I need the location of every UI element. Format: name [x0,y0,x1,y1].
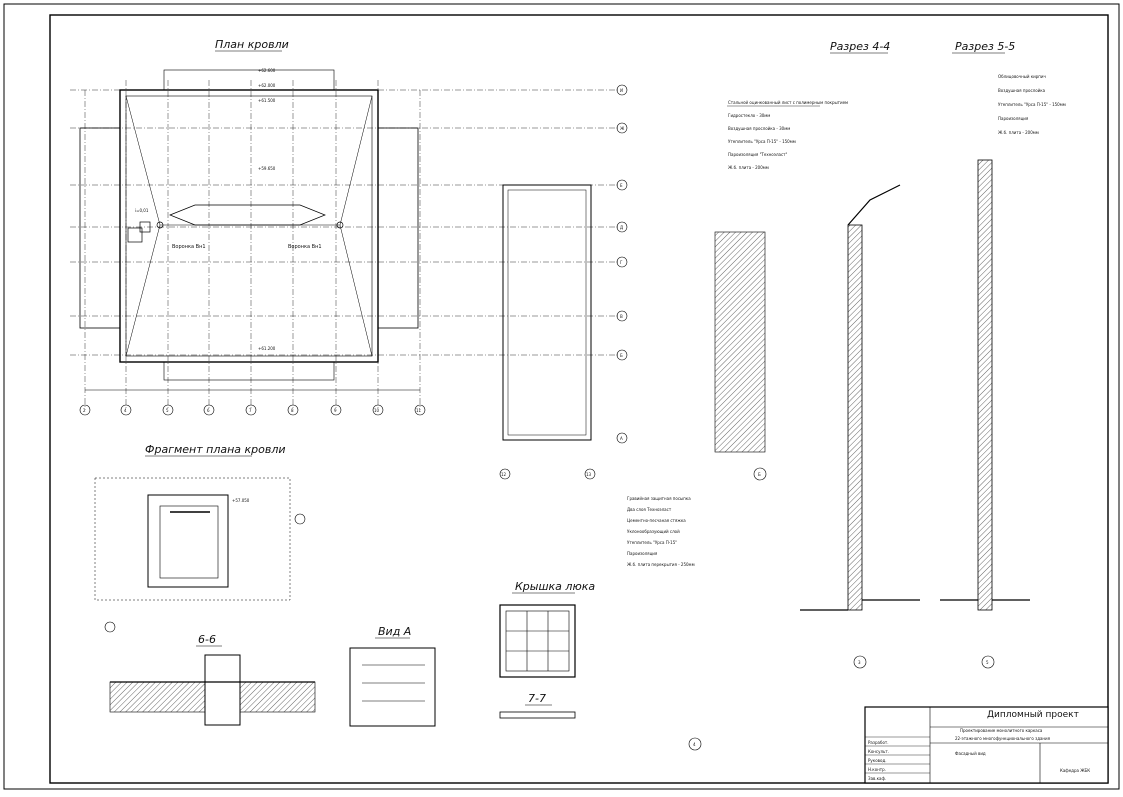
roof-plan: План кровли Воронка Вн1 Воронка Вн1 i=0,… [70,38,628,480]
axis-label: 7 [249,408,252,413]
view-a: Вид А [349,625,436,727]
layer-note: Ж.б. плита - 200мм [728,165,769,170]
axis-label: Д [620,225,623,230]
axis-label: 4 [693,742,696,747]
layer-note: Два слоя Техноэласт [627,507,672,512]
layer-note: Ж.б. плита - 200мм [998,130,1039,135]
axis-label: 11 [416,408,422,413]
section-66-title: 6-6 [198,633,216,646]
layer-note: Пароизоляция [998,116,1029,121]
layer-note: Ж.б. плита перекрытия - 250мм [627,562,695,567]
axis-label: Б [620,353,623,358]
role-label: Н.контр. [868,767,886,772]
project-subtitle-1: Проектирование монолитного каркаса [960,728,1043,733]
section-5-5: Разрез 5-5 5 Облицовочный кирпич Воздушн… [940,40,1066,669]
funnel-right-label: Воронка Вн1 [288,244,322,250]
staircase-block [502,184,592,441]
axis-label: 5 [166,408,169,413]
layer-note: Пароизоляция "Техноэласт" [728,152,787,157]
roof-layers-notes: Гравийная защитная посыпка Два слоя Техн… [627,231,767,751]
department: Кафедра ЖБК [1060,768,1090,773]
roof-outline [119,89,379,363]
axis-label: 9 [334,408,337,413]
axis-label: 3 [858,660,861,665]
section-6-6: 6-6 [109,633,316,726]
layer-note: Воздушная прослойка - 30мм [728,126,790,131]
layers-55-notes: Облицовочный кирпич Воздушная прослойка … [998,74,1066,135]
axis-label: 6 [207,408,210,413]
level-mark: +62.000 [258,83,276,88]
level-mark: +62.600 [258,68,276,73]
role-label: Разработ. [868,740,889,745]
funnel-left-icon [156,221,164,229]
layer-note: Пароизоляция [627,551,658,556]
layer-note: Стальной оцинкованный лист с полимерным … [728,100,848,105]
section-7-7: 7-7 [499,692,576,719]
wall-detail-b [714,231,766,453]
project-title: Дипломный проект [987,710,1079,720]
axis-label: Е [620,183,623,188]
section-55-title: Разрез 5-5 [955,40,1015,53]
plan-axis-bubbles-right [616,84,628,444]
layer-note: Гидростекло - 30мм [728,113,770,118]
slope-label: i=0,01 [135,208,149,213]
plan-axis-bubbles-bottom [79,404,426,416]
layer-note: Облицовочный кирпич [998,74,1046,79]
axis-label: 2 [83,408,86,413]
wall-55 [977,159,993,611]
project-subtitle-2: 22-этажного многофункционального здания [955,736,1051,741]
section-4-4: Разрез 4-4 3 Стальной оцинкованный лист … [727,40,920,669]
layer-note: Уклонообразующий слой [627,529,680,534]
wall-44 [847,224,863,611]
level-mark: +61.200 [258,346,276,351]
role-label: Зав.каф. [868,776,886,781]
layers-44-notes: Стальной оцинкованный лист с полимерным … [727,100,848,170]
axis-label: 5 [986,660,989,665]
axis-label: А [620,436,623,441]
sheet-inner-frame [49,14,1109,784]
funnel-left-label: Воронка Вн1 [172,244,206,250]
sheet-name: Фасадный вид [955,751,986,756]
view-a-title: Вид А [378,625,411,638]
title-block[interactable]: Дипломный проект Проектирование монолитн… [864,706,1109,784]
plan-axis-grid [70,80,620,410]
section-77-title: 7-7 [528,692,546,705]
axis-label: 4 [124,408,127,413]
axis-label: И [620,88,623,93]
axis-label: Б [758,472,761,477]
layer-note: Утеплитель "Урса П-15" - 150мм [728,139,796,144]
layer-note: Воздушная прослойка [998,88,1046,93]
roof-plan-title: План кровли [215,38,289,51]
layer-note: Утеплитель "Урса П-15" - 150мм [998,102,1066,107]
axis-label: 8 [291,408,294,413]
axis-label: 12 [501,472,507,477]
axis-label: 10 [374,408,380,413]
section-44-title: Разрез 4-4 [830,40,890,53]
sheet-outer-border [3,3,1120,790]
role-label: Консульт. [868,749,889,754]
axis-label: Г [620,260,623,265]
layer-note: Гравийная защитная посыпка [627,496,691,501]
axis-label: 13 [586,472,592,477]
role-label: Руковод. [868,758,886,763]
level-mark: +59.650 [258,166,276,171]
roof-fragment-title: Фрагмент плана кровли [145,443,286,456]
funnel-right-icon [336,221,344,229]
layer-note: Цементно-песчаная стяжка [627,518,686,523]
hatch-cover-title: Крышка люка [515,580,595,593]
hatch-cover: Крышка люка [499,580,595,678]
axis-label: Ж [620,126,625,131]
axis-label: В [620,314,623,319]
level-mark: +61.500 [258,98,276,103]
layer-note: Утеплитель "Урса П-15" [627,540,677,545]
level-mark: +57.050 [232,498,250,503]
roof-fragment: Фрагмент плана кровли +57.050 [94,443,306,633]
